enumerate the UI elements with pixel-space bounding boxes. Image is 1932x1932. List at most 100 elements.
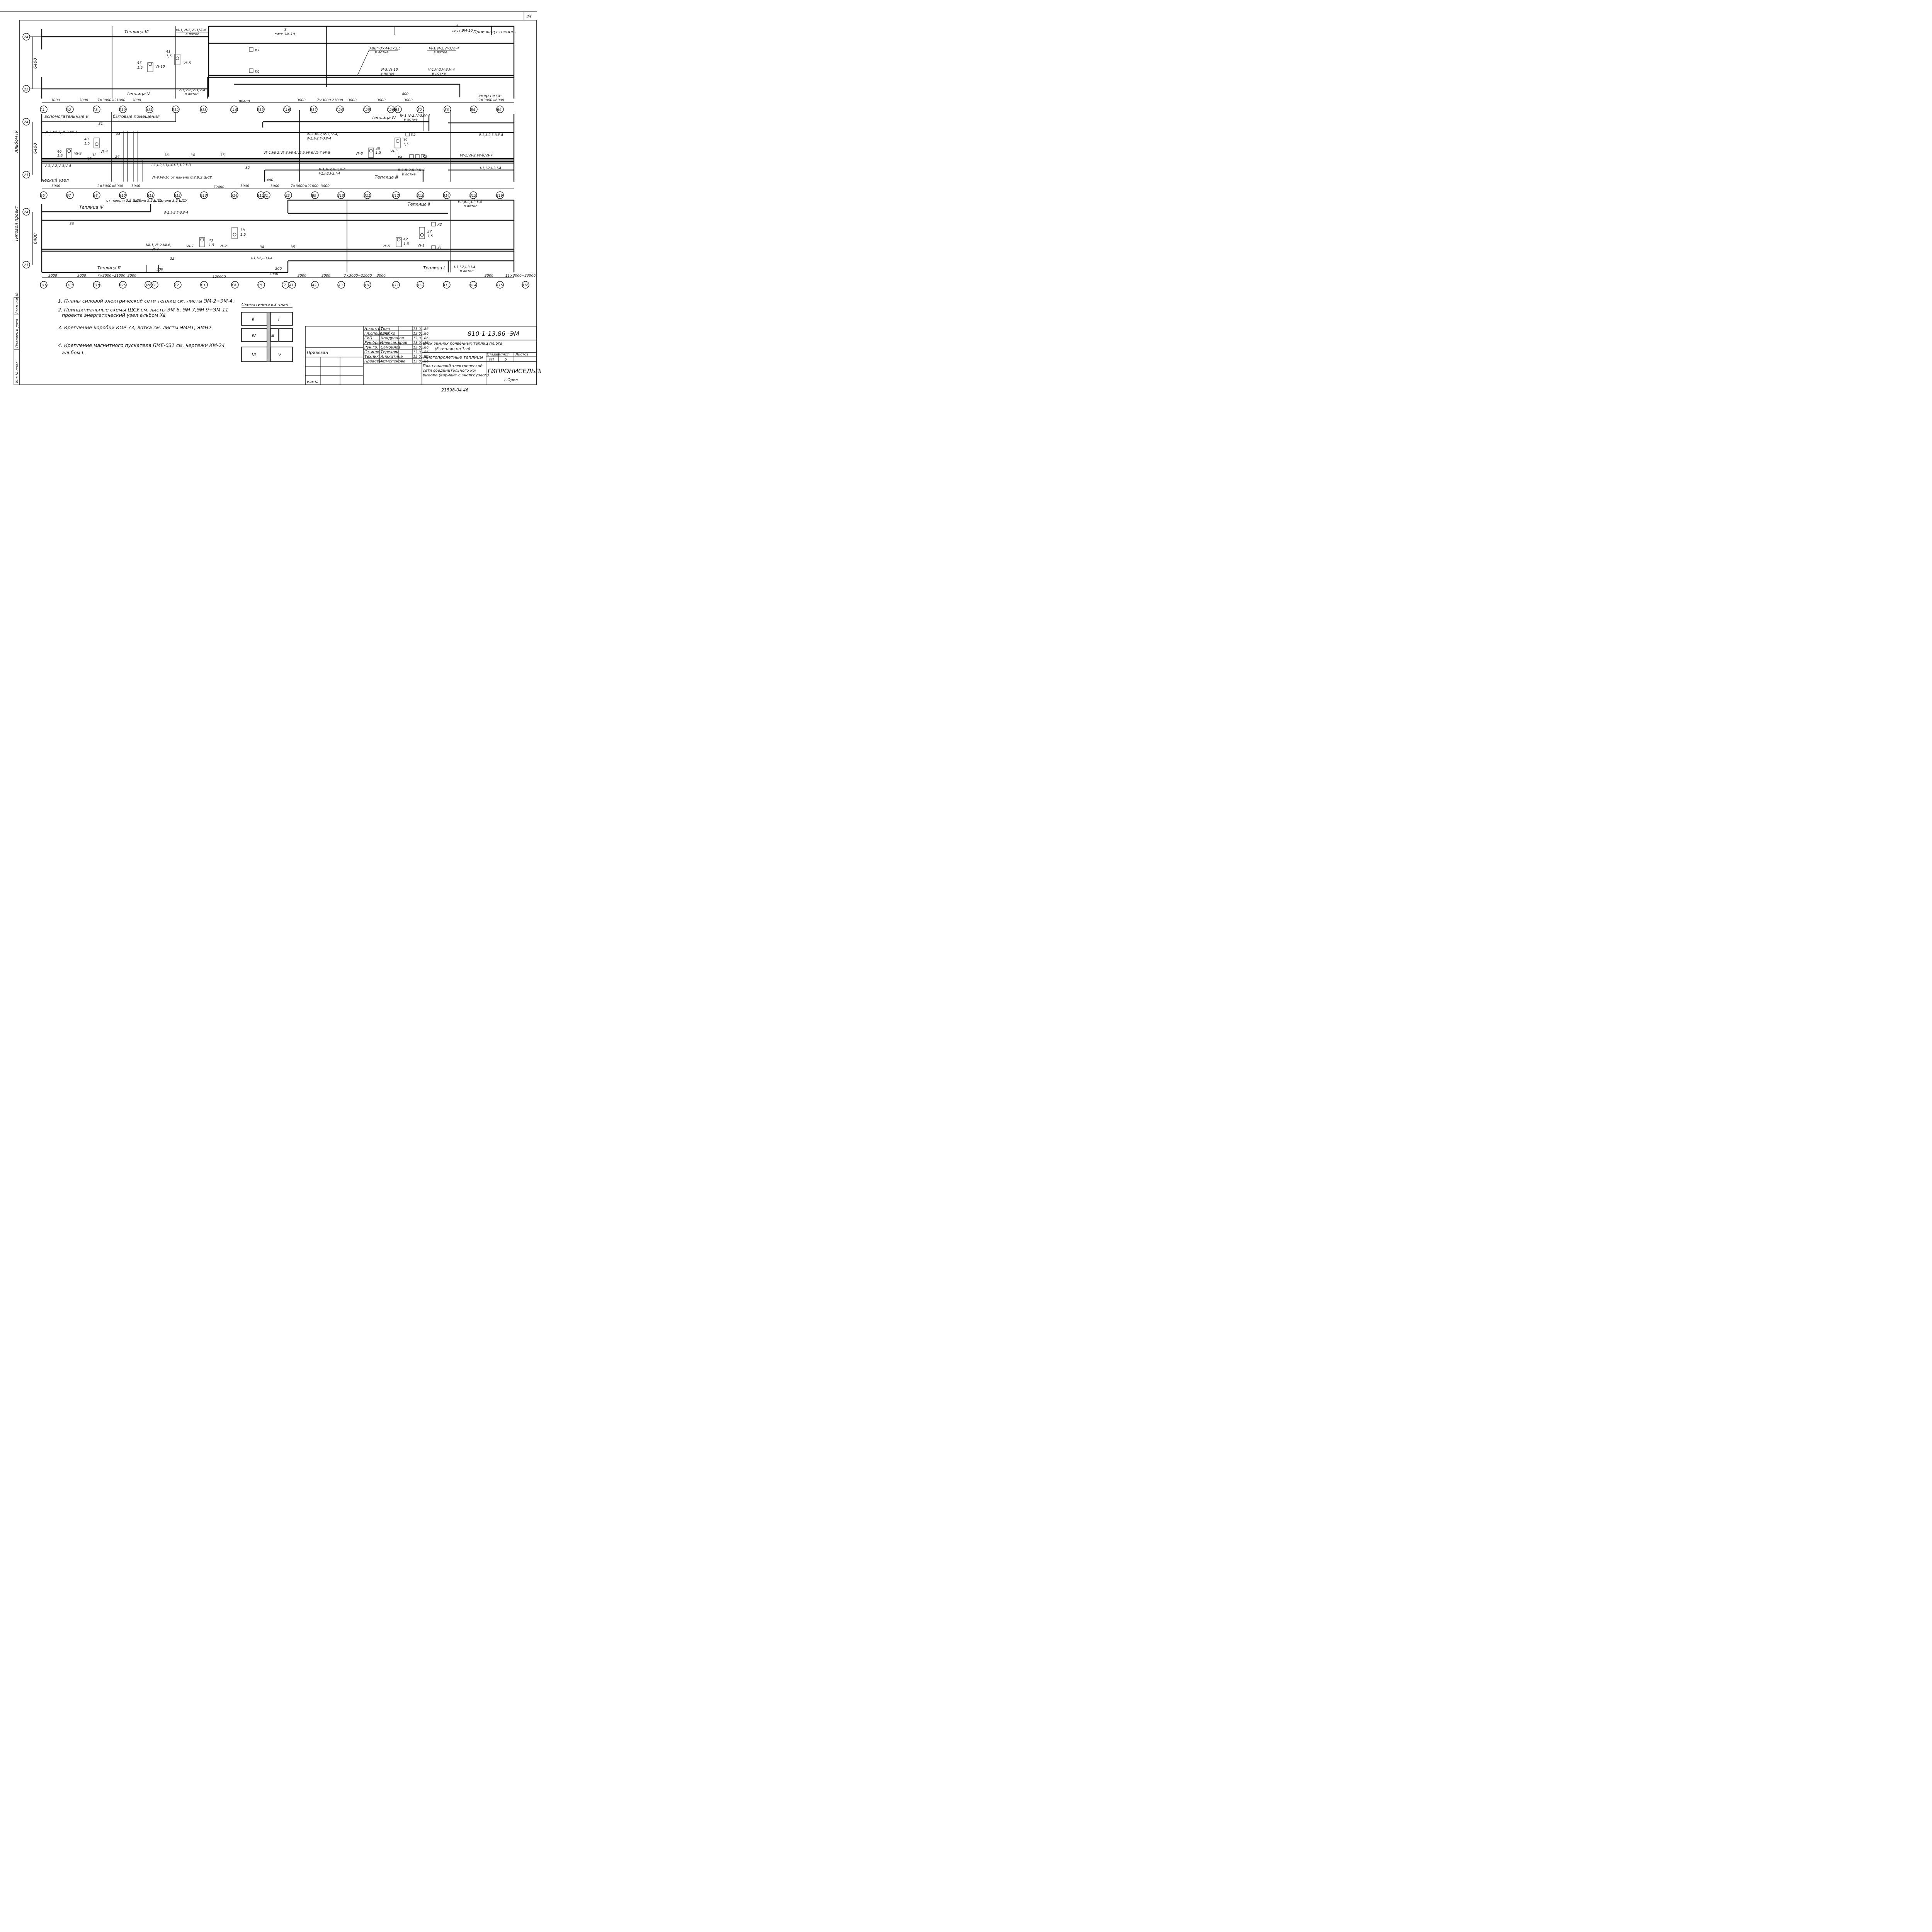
axis-row-1: А1 А2 А3 А10 А11 А12 А13 А14 А15 А16 А17… (40, 92, 514, 113)
cable-label: в лотке (381, 72, 395, 76)
svg-text:38: 38 (240, 228, 245, 232)
svg-text:3000: 3000 (298, 274, 306, 278)
svg-text:1,5: 1,5 (403, 242, 409, 246)
document-code: 810-1-13.86 -ЭМ (468, 330, 519, 337)
organization: ГИПРОНИСЕЛЬПРОМ (488, 367, 541, 375)
equipment-number: 41 (166, 50, 170, 54)
svg-text:Ⅲ: Ⅲ (271, 333, 274, 338)
svg-text:Ⅵ: Ⅵ (252, 352, 256, 357)
svg-text:Б1: Б1 (395, 108, 400, 112)
svg-text:Б12: Б12 (174, 194, 181, 198)
title-block: Привязан Инв.№ Н.контр. Гл.специал. ГИП … (305, 326, 541, 385)
svg-text:3000: 3000 (132, 99, 141, 102)
svg-text:3000: 3000 (297, 99, 306, 102)
svg-text:32: 32 (245, 166, 250, 170)
note-4: 4. Крепление магнитного пускателя ПМЕ-03… (58, 342, 225, 348)
svg-text:Б10: Б10 (119, 194, 126, 198)
svg-text:K3: K3 (423, 155, 427, 159)
svg-text:Ⅶ-8: Ⅶ-8 (355, 152, 363, 156)
svg-text:13.01.86: 13.01.86 (413, 350, 429, 354)
svg-text:Б14: Б14 (231, 194, 238, 198)
note-3: 3. Крепление коробки КОР-73, лотка см. л… (58, 325, 211, 330)
svg-text:В9: В9 (312, 194, 316, 198)
svg-text:42: 42 (403, 238, 408, 242)
cable-label: в лотке (432, 72, 446, 76)
svg-text:11×3000=33000: 11×3000=33000 (505, 274, 536, 278)
svg-text:Ⅱ-1,Ⅱ-2,Ⅱ-3,Ⅱ-4: Ⅱ-1,Ⅱ-2,Ⅱ-3,Ⅱ-4 (164, 211, 188, 215)
svg-text:А15: А15 (257, 108, 264, 112)
cable-label: Ⅵ-3,Ⅶ-10 (381, 68, 398, 72)
svg-text:Ⅱ-1,Ⅱ-2,Ⅱ-3,Ⅱ-4: Ⅱ-1,Ⅱ-2,Ⅱ-3,Ⅱ-4 (307, 137, 331, 141)
svg-text:Б2: Б2 (417, 108, 422, 112)
svg-text:3000: 3000 (377, 274, 386, 278)
zone-label-node: ческий узел (42, 178, 69, 183)
svg-text:Б15: Б15 (257, 194, 264, 198)
sheet-ref: лист ЭМ-10 (274, 32, 295, 36)
svg-text:А2: А2 (66, 108, 71, 112)
bottom-number: 21598-04 46 (441, 388, 468, 393)
svg-text:24: 24 (24, 121, 29, 124)
svg-text:3000: 3000 (377, 99, 386, 102)
svg-text:А16: А16 (283, 108, 290, 112)
svg-text:Кондрашов: Кондрашов (381, 336, 404, 340)
svg-text:3000: 3000 (128, 274, 136, 278)
svg-text:Гл.специал.: Гл.специал. (364, 332, 388, 336)
svg-text:А12: А12 (172, 108, 179, 112)
zone-label-energy: энер гети- (478, 93, 502, 98)
cable-label: Ⅵ-1,Ⅵ-2,Ⅵ-3,Ⅵ-4 (429, 47, 459, 51)
svg-text:13.01.86: 13.01.86 (413, 337, 429, 340)
svg-text:Ⅶ-9: Ⅶ-9 (74, 152, 82, 156)
svg-text:Г6: Г6 (282, 284, 287, 287)
svg-text:А17: А17 (310, 108, 317, 112)
svg-text:в лотке: в лотке (464, 204, 478, 208)
svg-text:34: 34 (260, 245, 264, 249)
svg-text:3000: 3000 (48, 274, 57, 278)
svg-text:Ⅳ-1,Ⅳ-2,Ⅳ-3,Ⅳ-4,: Ⅳ-1,Ⅳ-2,Ⅳ-3,Ⅳ-4, (307, 133, 338, 136)
svg-text:31: 31 (99, 122, 103, 126)
greenhouse-4-label: Теплица Ⅳ (372, 115, 396, 120)
svg-text:Ⅴ: Ⅴ (278, 352, 282, 357)
object-name: Многопролетные теплицы (423, 355, 483, 360)
svg-text:36: 36 (164, 153, 169, 157)
svg-text:Б13: Б13 (200, 194, 207, 198)
binding-label: Привязан (307, 350, 328, 355)
drawing-title-2: сети соединительного ко- (423, 369, 476, 373)
svg-text:А25: А25 (363, 108, 370, 112)
svg-text:90400: 90400 (239, 100, 250, 104)
svg-text:А3: А3 (93, 108, 98, 112)
svg-text:33: 33 (116, 132, 121, 136)
svg-text:Ⅶ-1: Ⅶ-1 (417, 244, 425, 248)
svg-text:в лотке: в лотке (460, 269, 474, 273)
svg-text:45: 45 (376, 147, 380, 151)
svg-text:7×3000 21000: 7×3000 21000 (317, 99, 343, 102)
svg-text:1,5: 1,5 (57, 154, 63, 158)
svg-text:Александров: Александров (380, 341, 407, 345)
svg-text:А14: А14 (469, 284, 476, 287)
svg-text:А11: А11 (392, 284, 399, 287)
svg-text:Лемепекова: Лемепекова (380, 359, 405, 364)
svg-text:35: 35 (291, 245, 295, 249)
svg-text:Ⅶ-3: Ⅶ-3 (390, 150, 398, 153)
svg-text:В12: В12 (392, 194, 399, 198)
zone-label-production: Производ ственно- (473, 29, 516, 34)
svg-text:Г4: Г4 (232, 284, 236, 287)
greenhouse-2-label: Теплица Ⅱ (408, 202, 430, 207)
svg-text:Ⅱ-1,Ⅱ-2,Ⅱ-3,Ⅱ-4: Ⅱ-1,Ⅱ-2,Ⅱ-3,Ⅱ-4 (458, 201, 482, 204)
axis-row-2: Б6 Б7 Б8 Б10 Б11 Б12 Б13 Б14 Б15 В1 В2 В… (40, 179, 514, 203)
sheet-header: Лист (500, 353, 509, 357)
svg-text:13.01.86: 13.01.86 (413, 360, 429, 364)
svg-text:Техник: Техник (364, 355, 379, 359)
svg-text:Б11: Б11 (147, 194, 154, 198)
svg-text:Ⅴ-1,Ⅴ-2,Ⅴ-3,Ⅴ-4: Ⅴ-1,Ⅴ-2,Ⅴ-3,Ⅴ-4 (44, 164, 71, 168)
schematic-plan: Схематический план Ⅱ I Ⅳ Ⅲ Ⅵ Ⅴ (241, 302, 293, 362)
svg-text:А10: А10 (119, 108, 126, 112)
svg-text:25: 25 (24, 173, 29, 177)
svg-text:Б6: Б6 (40, 194, 45, 198)
cable-label: АВВГ-3×4+1×2,5 (369, 47, 401, 51)
stamp-label-2: Подпись и дата (15, 319, 19, 348)
svg-text:15.01.86: 15.01.86 (413, 355, 429, 359)
svg-text:Г3: Г3 (201, 284, 205, 287)
svg-text:А13: А13 (442, 284, 450, 287)
svg-text:Проверил: Проверил (364, 359, 384, 364)
svg-text:Ⅰ-1,Ⅰ-2,Ⅰ-3,Ⅰ-4: Ⅰ-1,Ⅰ-2,Ⅰ-3,Ⅰ-4 (454, 265, 475, 269)
